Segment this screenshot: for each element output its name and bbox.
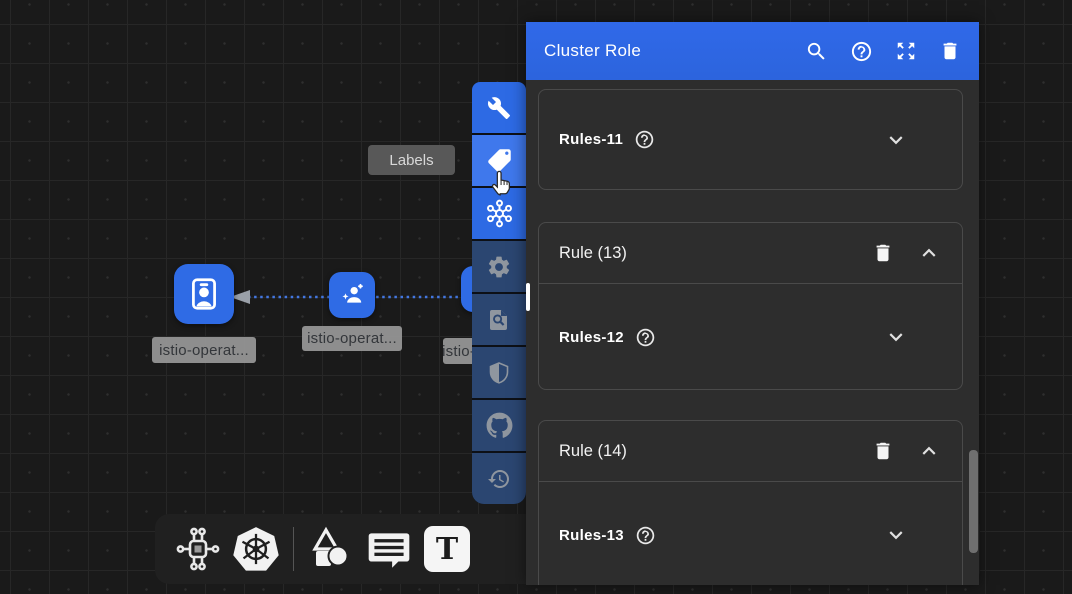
history-button[interactable]: [472, 453, 526, 504]
side-toolbar: [472, 82, 526, 504]
expand-icon[interactable]: [895, 40, 917, 62]
rule-card: Rules-11: [538, 89, 963, 190]
cursor-pointer-image: [491, 170, 510, 196]
field-label: Rules-13: [559, 526, 624, 544]
gear-icon: [488, 256, 510, 277]
node-service-account[interactable]: [329, 272, 375, 318]
github-button[interactable]: [472, 400, 526, 451]
shapes-icon: [312, 526, 349, 567]
rules-field-row: Rules-12: [539, 284, 962, 390]
field-help-icon[interactable]: [635, 525, 656, 546]
settings-button[interactable]: [472, 241, 526, 292]
field-help-icon[interactable]: [635, 327, 656, 348]
chevron-up-icon[interactable]: [916, 438, 942, 464]
search-icon[interactable]: [805, 40, 828, 63]
field-label: Rules-11: [559, 131, 624, 148]
user-plus-icon: [342, 283, 363, 303]
rules-field-row: Rules-13: [539, 482, 962, 585]
node-label: istio-operat...: [152, 337, 256, 363]
node-label: istio-operat...: [302, 326, 402, 351]
panel-right-scrollbar-thumb[interactable]: [969, 450, 978, 553]
rule-card: Rule (13) Rules-12: [538, 222, 963, 390]
help-icon[interactable]: [850, 40, 873, 63]
tools-button[interactable]: [472, 82, 526, 133]
document-search-button[interactable]: [472, 294, 526, 345]
shield-icon: [489, 361, 509, 384]
hub-button[interactable]: [472, 188, 526, 239]
trash-icon[interactable]: [939, 40, 961, 62]
delete-rule-icon[interactable]: [872, 242, 894, 264]
chevron-down-icon[interactable]: [883, 324, 909, 350]
cluster-role-panel: Cluster Role Rules-11: [526, 22, 979, 585]
labels-tooltip: Labels: [368, 145, 455, 175]
shapes-tool-button[interactable]: [302, 520, 360, 578]
toolbar-divider: [293, 527, 294, 571]
panel-body[interactable]: Rules-11 Rule (13): [526, 80, 979, 585]
wrench-icon: [487, 96, 510, 119]
node-cluster-role-binding[interactable]: [174, 264, 234, 324]
rule-header: Rule (13): [539, 223, 962, 284]
panel-title: Cluster Role: [544, 41, 642, 60]
panel-left-scrollbar-thumb[interactable]: [526, 283, 530, 311]
rule-title: Rule (14): [559, 441, 627, 460]
shield-button[interactable]: [472, 347, 526, 398]
document-search-icon: [490, 309, 507, 330]
rule-header: Rule (14): [539, 421, 962, 482]
circuit-icon: [176, 527, 220, 571]
comment-tool-button[interactable]: [360, 520, 418, 578]
rule-title: Rule (13): [559, 243, 627, 262]
field-label: Rules-12: [559, 328, 624, 346]
kubernetes-tool-button[interactable]: [227, 520, 285, 578]
chevron-up-icon[interactable]: [916, 240, 942, 266]
comment-icon: [368, 533, 410, 568]
history-icon: [488, 469, 509, 488]
circuit-tool-button[interactable]: [169, 520, 227, 578]
chevron-down-icon[interactable]: [883, 127, 909, 153]
text-tool-button[interactable]: T: [418, 520, 476, 578]
delete-rule-icon[interactable]: [872, 440, 894, 462]
label-tag-icon: [487, 149, 511, 172]
rules-field-row: Rules-11: [539, 90, 962, 189]
panel-header: Cluster Role: [526, 22, 979, 80]
github-icon: [486, 412, 512, 438]
hub-icon: [486, 199, 512, 228]
id-badge-icon: [192, 278, 216, 310]
text-tool-icon: T: [424, 526, 470, 572]
field-help-icon[interactable]: [634, 129, 655, 150]
rule-card: Rule (14) Rules-13: [538, 420, 963, 585]
kubernetes-icon: [233, 527, 279, 571]
chevron-down-icon[interactable]: [883, 522, 909, 548]
